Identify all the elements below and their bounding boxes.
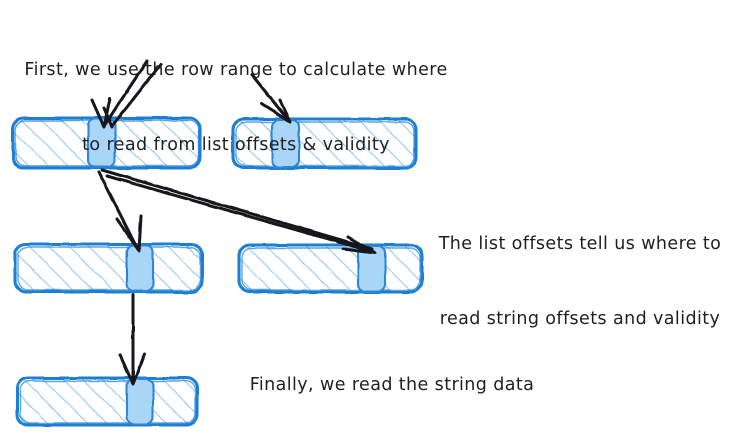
note-first-step-line1: First, we use the row range to calculate… (24, 60, 448, 80)
arrow-offsets-to-string-validity (100, 168, 377, 255)
arrow-offsets-to-list-offsets (97, 170, 143, 253)
note-list-offsets-line2: read string offsets and validity (439, 309, 721, 329)
note-list-offsets-line1: The list offsets tell us where to (438, 234, 722, 254)
arrow-to-row-range (90, 59, 149, 129)
arrow-to-list-validity (250, 73, 292, 124)
bar-list-offsets (13, 242, 204, 294)
arrow-offsets-to-string-data (118, 292, 147, 386)
bar-list-validity (231, 117, 418, 170)
bar-row-range (11, 116, 202, 170)
note-iops-summary: Six IOPS, in three stages :( (222, 388, 562, 437)
note-finally: Finally, we read the string data (222, 323, 562, 437)
arrow-to-row-range-2 (102, 62, 163, 129)
note-finally-line1: Finally, we read the string data (249, 375, 535, 395)
note-list-offsets: The list offsets tell us where to read s… (412, 182, 748, 382)
highlight-segment-5 (125, 377, 155, 426)
note-first-step: First, we use the row range to calculate… (6, 8, 466, 208)
note-first-step-line2: to read from list offsets & validity (82, 135, 390, 155)
highlight-segment-4 (356, 244, 387, 293)
bar-string-data (15, 376, 199, 427)
bar-string-validity (237, 243, 424, 294)
